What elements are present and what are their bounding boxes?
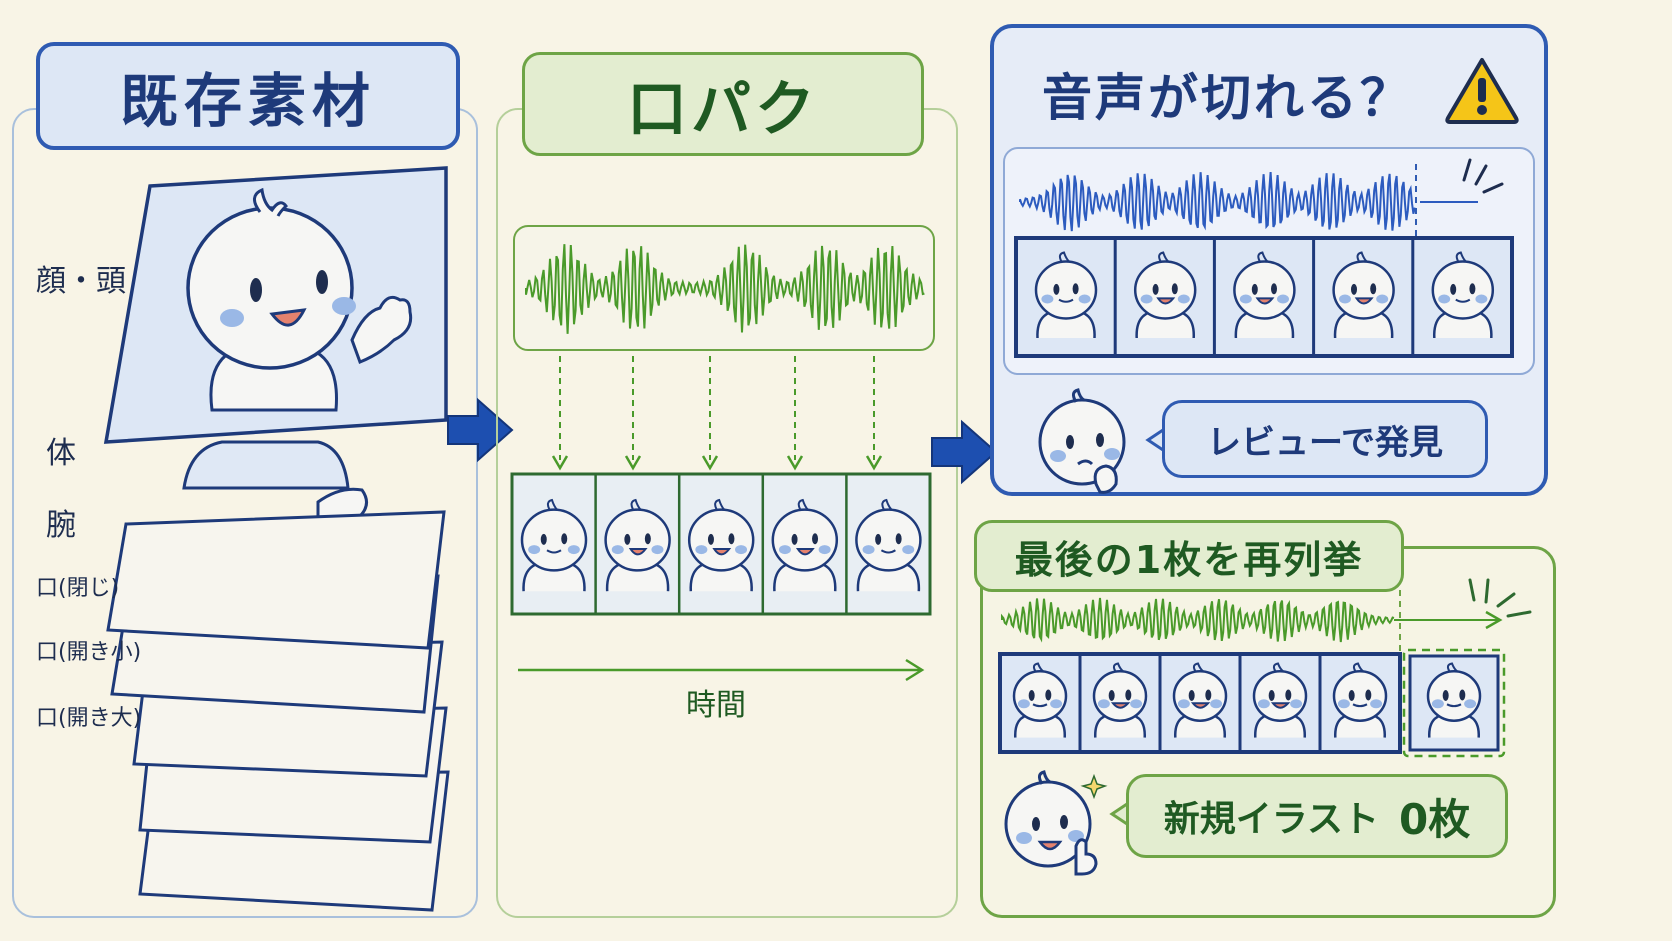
solution-frame xyxy=(1172,662,1228,738)
layer-sheet-body xyxy=(106,440,446,650)
lipsync-frame xyxy=(520,498,588,592)
solution-frames xyxy=(1012,654,1500,752)
lipsync-frame xyxy=(687,498,755,592)
time-label: 時間 xyxy=(686,688,746,723)
time-arrow xyxy=(518,658,925,682)
solution-speech-count: 0枚 xyxy=(1399,794,1471,844)
layer-sheet-face xyxy=(103,166,448,444)
audio-waveform-extended xyxy=(1001,597,1395,643)
layer-stack xyxy=(103,166,450,912)
flow-arrow-2 xyxy=(931,419,998,485)
solution-frame-reused xyxy=(1426,662,1482,738)
issue-diagram xyxy=(1003,147,1535,375)
audio-waveform xyxy=(525,244,925,334)
flow-arrow-1 xyxy=(447,397,514,463)
solution-speech-text: 新規イラスト xyxy=(1163,799,1380,840)
warning-icon xyxy=(1445,58,1519,124)
issue-frame xyxy=(1431,251,1495,339)
issue-speech-bubble: レビューで発見 xyxy=(1162,400,1488,478)
solution-frame xyxy=(1012,662,1068,738)
lipsync-diagram xyxy=(510,225,935,682)
solution-speech-bubble: 新規イラスト 0枚 xyxy=(1126,774,1508,858)
surprise-marks xyxy=(1462,158,1504,194)
reused-frame-highlight xyxy=(1402,648,1506,758)
issue-frames xyxy=(1034,238,1495,356)
issue-frame xyxy=(1332,251,1395,339)
lipsync-frame xyxy=(771,498,839,592)
solution-diagram xyxy=(998,578,1532,758)
sparkle-marks xyxy=(1468,578,1532,618)
layer-label-face: 顔・頭 xyxy=(36,264,126,299)
lipsync-frame xyxy=(855,498,922,592)
issue-title: 音声が切れる？ xyxy=(1042,69,1413,127)
layer-label-mouth-closed: 口(閉じ) xyxy=(36,576,120,601)
issue-frame xyxy=(1233,251,1296,339)
solution-frame xyxy=(1092,662,1148,738)
lipsync-frame xyxy=(604,498,671,592)
audio-waveform-cut xyxy=(1019,172,1416,232)
sync-arrows xyxy=(551,356,883,471)
lipsync-title: 口パク xyxy=(522,52,924,156)
solution-frame xyxy=(1332,662,1388,738)
issue-frame xyxy=(1034,251,1098,339)
layer-label-mouth-open-small: 口(開き小) xyxy=(36,640,142,665)
reviewer-character xyxy=(1038,388,1126,494)
issue-frame xyxy=(1133,251,1197,339)
solution-title: 最後の1枚を再列挙 xyxy=(974,520,1404,592)
layer-label-body: 体 xyxy=(46,436,76,471)
layer-label-arm: 腕 xyxy=(46,508,76,543)
assets-title: 既存素材 xyxy=(36,42,460,150)
layer-label-mouth-open-large: 口(開き大) xyxy=(36,706,142,731)
thumbs-up-character xyxy=(1004,770,1108,876)
lipsync-frames xyxy=(520,474,922,614)
solution-frame xyxy=(1252,662,1308,738)
